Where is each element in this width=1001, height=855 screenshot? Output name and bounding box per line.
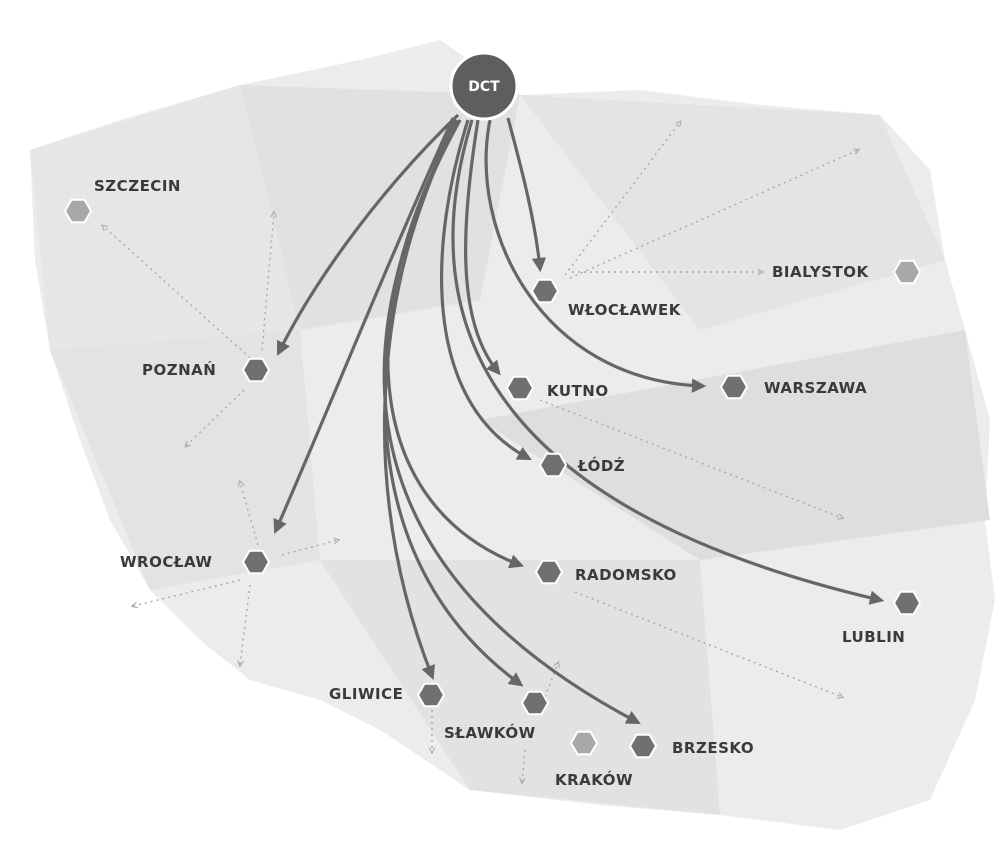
hexagon-marker <box>628 733 658 759</box>
map-shade-6 <box>30 85 300 350</box>
map-background <box>30 40 995 830</box>
hexagon-marker <box>416 682 446 708</box>
hexagon-marker <box>569 730 599 756</box>
map-shade-2 <box>520 95 945 330</box>
dotted-arrow <box>240 482 259 546</box>
city-node-krakow[interactable]: KRAKÓW <box>555 730 633 789</box>
city-label: GLIWICE <box>329 685 403 703</box>
flow-arrow-wloclawek <box>506 117 547 273</box>
hub-circle <box>449 51 519 121</box>
city-label: WROCŁAW <box>120 553 212 571</box>
hexagon-marker <box>505 375 535 401</box>
city-node-gliwice[interactable]: GLIWICE <box>329 682 446 708</box>
city-node-kutno[interactable]: KUTNO <box>505 375 609 401</box>
dotted-arrow <box>240 584 251 665</box>
flow-arrow-wroclaw <box>273 117 455 534</box>
hexagon-marker <box>538 452 568 478</box>
hexagon-marker <box>530 278 560 304</box>
city-label: ŁÓDŹ <box>577 456 625 475</box>
hexagon-marker <box>534 559 564 585</box>
city-label: BIALYSTOK <box>772 263 869 281</box>
city-label: SZCZECIN <box>94 177 181 195</box>
hexagon-marker <box>63 198 93 224</box>
city-label: BRZESKO <box>672 739 754 757</box>
city-node-wloclawek[interactable]: WŁOCŁAWEK <box>530 278 682 319</box>
hub-node[interactable]: DCT <box>449 51 519 121</box>
city-node-wroclaw[interactable]: WROCŁAW <box>120 549 271 575</box>
city-label: POZNAŃ <box>142 360 216 379</box>
city-label: WARSZAWA <box>764 379 867 397</box>
city-node-poznan[interactable]: POZNAŃ <box>142 357 271 383</box>
flow-arrow-lublin <box>451 119 885 605</box>
map-shade-4 <box>480 330 990 560</box>
hub-flows <box>273 113 885 725</box>
map-shade-3 <box>50 330 320 590</box>
flow-arrow-brzesko <box>382 119 641 725</box>
dotted-arrow <box>186 389 245 446</box>
dotted-arrow <box>261 213 274 351</box>
map-shade-5 <box>320 560 720 815</box>
city-nodes: SZCZECIN BIALYSTOK WŁOCŁAWEK POZNAŃ KUTN… <box>63 177 922 789</box>
city-label: SŁAWKÓW <box>444 723 536 742</box>
map-shade-1 <box>240 85 520 330</box>
hexagon-marker <box>892 259 922 285</box>
hexagon-marker <box>892 590 922 616</box>
flow-arrow-kutno <box>464 119 501 376</box>
city-node-bialystok[interactable]: BIALYSTOK <box>772 259 922 285</box>
dotted-arrow <box>133 579 241 606</box>
flow-arrow-slawkow <box>383 119 524 687</box>
city-node-warszawa[interactable]: WARSZAWA <box>719 374 867 400</box>
city-node-radomsko[interactable]: RADOMSKO <box>534 559 677 585</box>
city-node-szczecin[interactable]: SZCZECIN <box>63 177 181 224</box>
city-label: LUBLIN <box>842 628 905 646</box>
city-label: KUTNO <box>547 382 609 400</box>
city-node-brzesko[interactable]: BRZESKO <box>628 733 754 759</box>
dotted-arrow <box>539 399 842 518</box>
city-node-lodz[interactable]: ŁÓDŹ <box>538 452 625 478</box>
hexagon-marker <box>241 549 271 575</box>
dotted-connections <box>103 122 858 782</box>
flow-arrow-warszawa <box>484 119 707 393</box>
hexagon-marker <box>520 690 550 716</box>
city-label: WŁOCŁAWEK <box>568 301 682 319</box>
hub-label: DCT <box>468 79 500 95</box>
city-label: KRAKÓW <box>555 770 633 789</box>
city-label: RADOMSKO <box>575 566 677 584</box>
hexagon-marker <box>719 374 749 400</box>
flow-arrow-poznan <box>277 113 460 356</box>
flow-arrow-lodz <box>440 119 532 461</box>
dotted-arrow <box>564 122 680 276</box>
dotted-arrow <box>569 150 858 279</box>
hexagon-marker <box>241 357 271 383</box>
city-node-lublin[interactable]: LUBLIN <box>842 590 922 646</box>
dotted-arrow <box>544 663 558 698</box>
dotted-arrow <box>281 540 338 556</box>
city-node-slawkow[interactable]: SŁAWKÓW <box>444 690 550 742</box>
